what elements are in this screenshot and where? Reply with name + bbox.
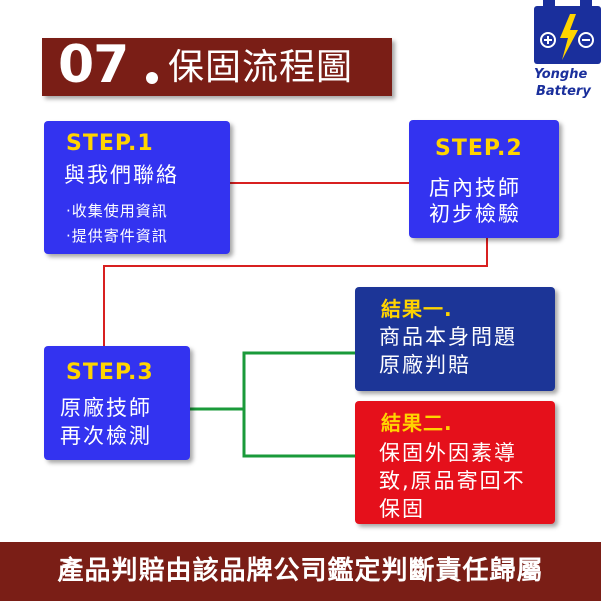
logo-text-line1: Yonghe [534, 67, 588, 82]
step3-box: STEP.3 原廠技師 再次檢測 [44, 346, 190, 460]
logo-text-line2: Battery [536, 84, 591, 99]
result1-line2: 原廠判賠 [379, 353, 471, 377]
footer-banner [0, 542, 601, 601]
result2-line3: 保固 [379, 497, 425, 521]
connector-step2-step3 [103, 238, 488, 346]
connector-step3-result1 [190, 351, 355, 411]
step3-line2: 再次檢測 [60, 424, 152, 448]
step3-label: STEP.3 [66, 360, 154, 385]
section-number: 07 [58, 35, 129, 95]
step2-label: STEP.2 [435, 136, 523, 161]
step1-bullet-1: ‧收集使用資訊 [66, 202, 168, 220]
result2-box: 結果二. 保固外因素導 致,原品寄回不 保固 [355, 401, 555, 524]
step1-title: 與我們聯絡 [64, 163, 179, 187]
battery-icon [534, 0, 601, 64]
footer-note: 產品判賠由該品牌公司鑑定判斷責任歸屬 [57, 556, 544, 586]
header-banner [42, 38, 392, 96]
result2-label: 結果二. [381, 411, 453, 435]
step1-box: STEP.1 與我們聯絡 ‧收集使用資訊 ‧提供寄件資訊 [44, 121, 230, 254]
result1-line1: 商品本身問題 [379, 325, 517, 349]
result1-label: 結果一. [381, 297, 453, 321]
step2-line1: 店內技師 [429, 176, 521, 200]
brand-logo: Yonghe Battery [534, 0, 601, 104]
step1-label: STEP.1 [66, 131, 154, 156]
step1-bullet-2: ‧提供寄件資訊 [66, 227, 168, 245]
section-number-dot [146, 72, 158, 84]
connector-step3-result2 [242, 409, 355, 458]
step2-line2: 初步檢驗 [429, 202, 521, 226]
result2-line2: 致,原品寄回不 [379, 469, 526, 493]
page-title: 保固流程圖 [168, 47, 354, 88]
result2-line1: 保固外因素導 [379, 441, 517, 465]
step3-line1: 原廠技師 [60, 396, 152, 420]
step2-box: STEP.2 店內技師 初步檢驗 [409, 120, 559, 238]
result1-box: 結果一. 商品本身問題 原廠判賠 [355, 287, 555, 391]
